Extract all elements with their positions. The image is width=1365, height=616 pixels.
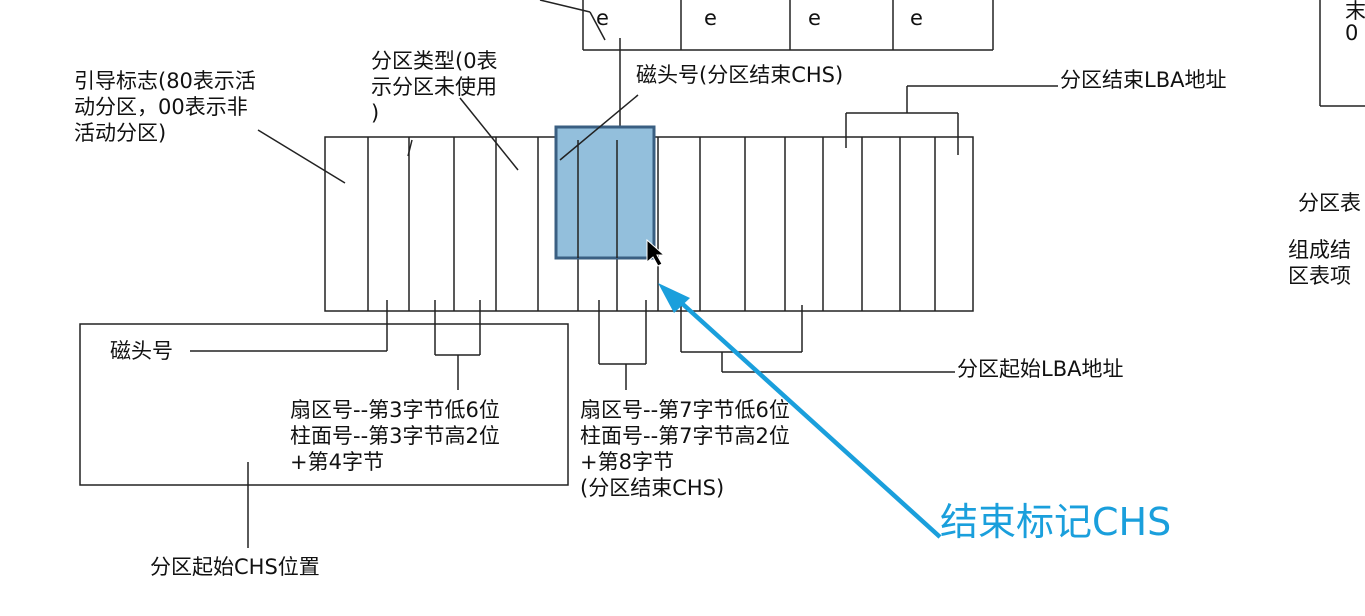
mouse-cursor-icon [646,238,666,267]
top-cell-label: e [910,6,923,30]
sector-cyl-start-label: 扇区号--第3字节低6位 柱面号--第3字节高2位 +第4字节 [290,398,500,474]
head-end-label: 磁头号(分区结束CHS) [636,63,844,87]
leader-lines-bottom [79,300,955,548]
right-fragment-label-2: 组成结 区表项 [1288,238,1351,288]
right-box-fragment [1319,0,1365,107]
annotation-arrow [658,283,942,539]
right-fragment-label-1: 分区表 [1298,191,1361,215]
leader-lines-top [257,85,1058,184]
right-box-text-2: 0 [1345,21,1359,45]
sector-cyl-end-label: 扇区号--第7字节低6位 柱面号--第7字节高2位 +第8字节 (分区结束CHS… [580,398,790,500]
end-chs-annotation: 结束标记CHS [940,500,1172,544]
partition-type-label: 分区类型(0表 示分区未使用 ) [371,49,498,125]
top-cell-label: e [808,6,821,30]
start-lba-label: 分区起始LBA地址 [957,357,1124,381]
right-box-text-1: 末 [1345,0,1365,23]
head-start-label: 磁头号 [110,339,173,363]
top-cell-label: e [704,6,717,30]
end-lba-label: 分区结束LBA地址 [1060,68,1227,92]
highlight-selection[interactable] [554,125,656,260]
top-cell-label: e [596,6,609,30]
highlight-inner-lines [577,140,618,258]
top-table [539,0,994,130]
start-chs-label: 分区起始CHS位置 [150,555,320,579]
boot-flag-label: 引导标志(80表示活 动分区，00表示非 活动分区) [74,69,256,145]
